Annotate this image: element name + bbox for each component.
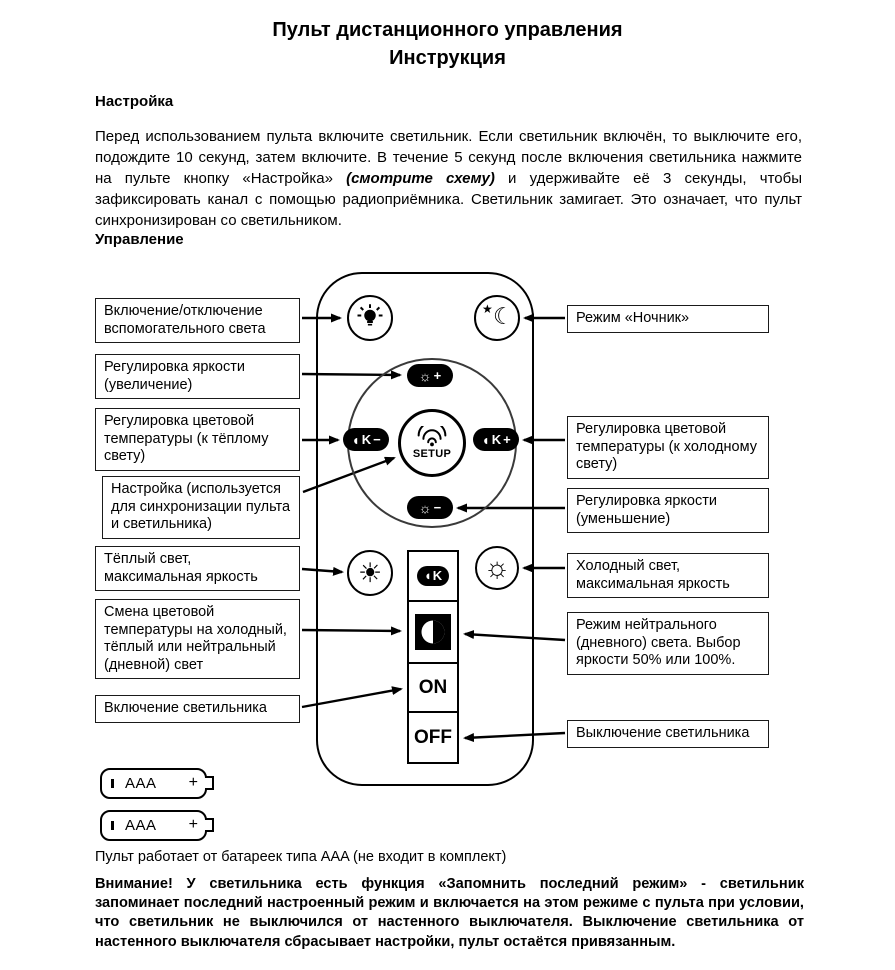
setup-button-label: SETUP [412,448,452,460]
control-diagram: ★ ☾ ☼+ ◖K− SETUP ◖K+ [0,268,895,790]
kelvin-letter: K [491,432,502,447]
setup-text-before: Перед использованием пульта включите све… [95,128,802,187]
button-column: ◖K ON OFF [407,550,459,764]
kelvin-letter: K [432,568,443,584]
night-mode-button: ★ ☾ [474,295,520,341]
callout-cold-max: Холодный свет, максимальная яркость [567,553,769,598]
kelvin-letter: K [361,432,372,447]
setup-heading: Настройка [95,93,174,110]
temp-cold-button: ◖K+ [473,428,519,451]
wifi-icon [417,426,447,447]
title-line-2: Инструкция [389,47,506,69]
callout-temp-toggle: Смена цветовой температуры на холодный, … [95,599,300,679]
battery-minus-terminal [111,821,114,830]
callout-night-mode: Режим «Ночник» [567,305,769,333]
battery-minus-terminal [111,779,114,788]
battery-label: AAA [125,817,157,834]
plus-sign: + [503,432,511,447]
brightness-down-button: ☼− [407,496,453,519]
half-circle-icon: ◖ [351,431,360,448]
crescent-moon-icon: ☾ [493,303,514,329]
battery-note: Пульт работает от батареек типа AAA (не … [95,849,507,865]
contrast-icon [415,614,451,650]
warm-max-button: ☀ [347,550,393,596]
battery-plus-sign: + [188,774,198,791]
sun-outline-icon: ☼ [483,551,511,584]
warning-paragraph: Внимание! У светильника есть функция «За… [95,876,804,950]
temp-toggle-button: ◖K [409,552,457,602]
sun-filled-icon: ☀ [357,557,383,588]
callout-neutral-mode: Режим нейтрального (дневного) света. Выб… [567,612,769,675]
callout-setup: Настройка (используется для синхронизаци… [102,476,300,539]
battery-terminal-nub [205,776,214,790]
title-line-1: Пульт дистанционного управления [272,19,623,41]
battery-aaa-2: AAA + [100,810,214,841]
battery-terminal-nub [205,818,214,832]
bulb-icon [357,304,383,326]
battery-plus-sign: + [188,816,198,833]
on-button: ON [409,664,457,713]
callout-power-off: Выключение светильника [567,720,769,748]
temp-warm-button: ◖K− [343,428,389,451]
plus-sign: + [433,368,442,383]
brightness-up-button: ☼+ [407,364,453,387]
minus-sign: − [433,500,442,515]
sun-icon: ☼ [418,367,432,384]
setup-text-after: и удерживайте её 3 секунды, чтобы зафикс… [95,170,802,229]
aux-light-button [347,295,393,341]
callout-brightness-down: Регулировка яркости (уменьшение) [567,488,769,533]
sun-icon: ☼ [418,499,432,516]
star-icon: ★ [482,302,493,316]
callout-power-on: Включение светильника [95,695,300,723]
callout-brightness-up: Регулировка яркости (увеличение) [95,354,300,399]
callout-warm-max: Тёплый свет, максимальная яркость [95,546,300,591]
remote-body [316,272,534,786]
off-button: OFF [414,726,452,748]
setup-text-emphasis: (смотрите схему) [346,170,495,187]
cold-max-button: ☼ [475,546,519,590]
half-circle-icon: ◖ [423,568,432,584]
neutral-mode-button [409,602,457,664]
callout-temp-cold: Регулировка цветовой температуры (к холо… [567,416,769,479]
battery-label: AAA [125,775,157,792]
setup-button: SETUP [398,409,466,477]
battery-aaa-1: AAA + [100,768,214,799]
kelvin-pill: ◖K [416,566,450,586]
callout-temp-warm: Регулировка цветовой температуры (к тёпл… [95,408,300,471]
callout-aux-light: Включение/отключение вспомогательного св… [95,298,300,343]
minus-sign: − [373,432,381,447]
control-heading: Управление [95,231,184,248]
setup-paragraph: Перед использованием пульта включите све… [95,126,802,231]
star-crescent-icon: ★ ☾ [476,297,518,339]
half-circle-icon: ◖ [481,431,490,448]
page-title: Пульт дистанционного управления Инструкц… [0,16,895,72]
